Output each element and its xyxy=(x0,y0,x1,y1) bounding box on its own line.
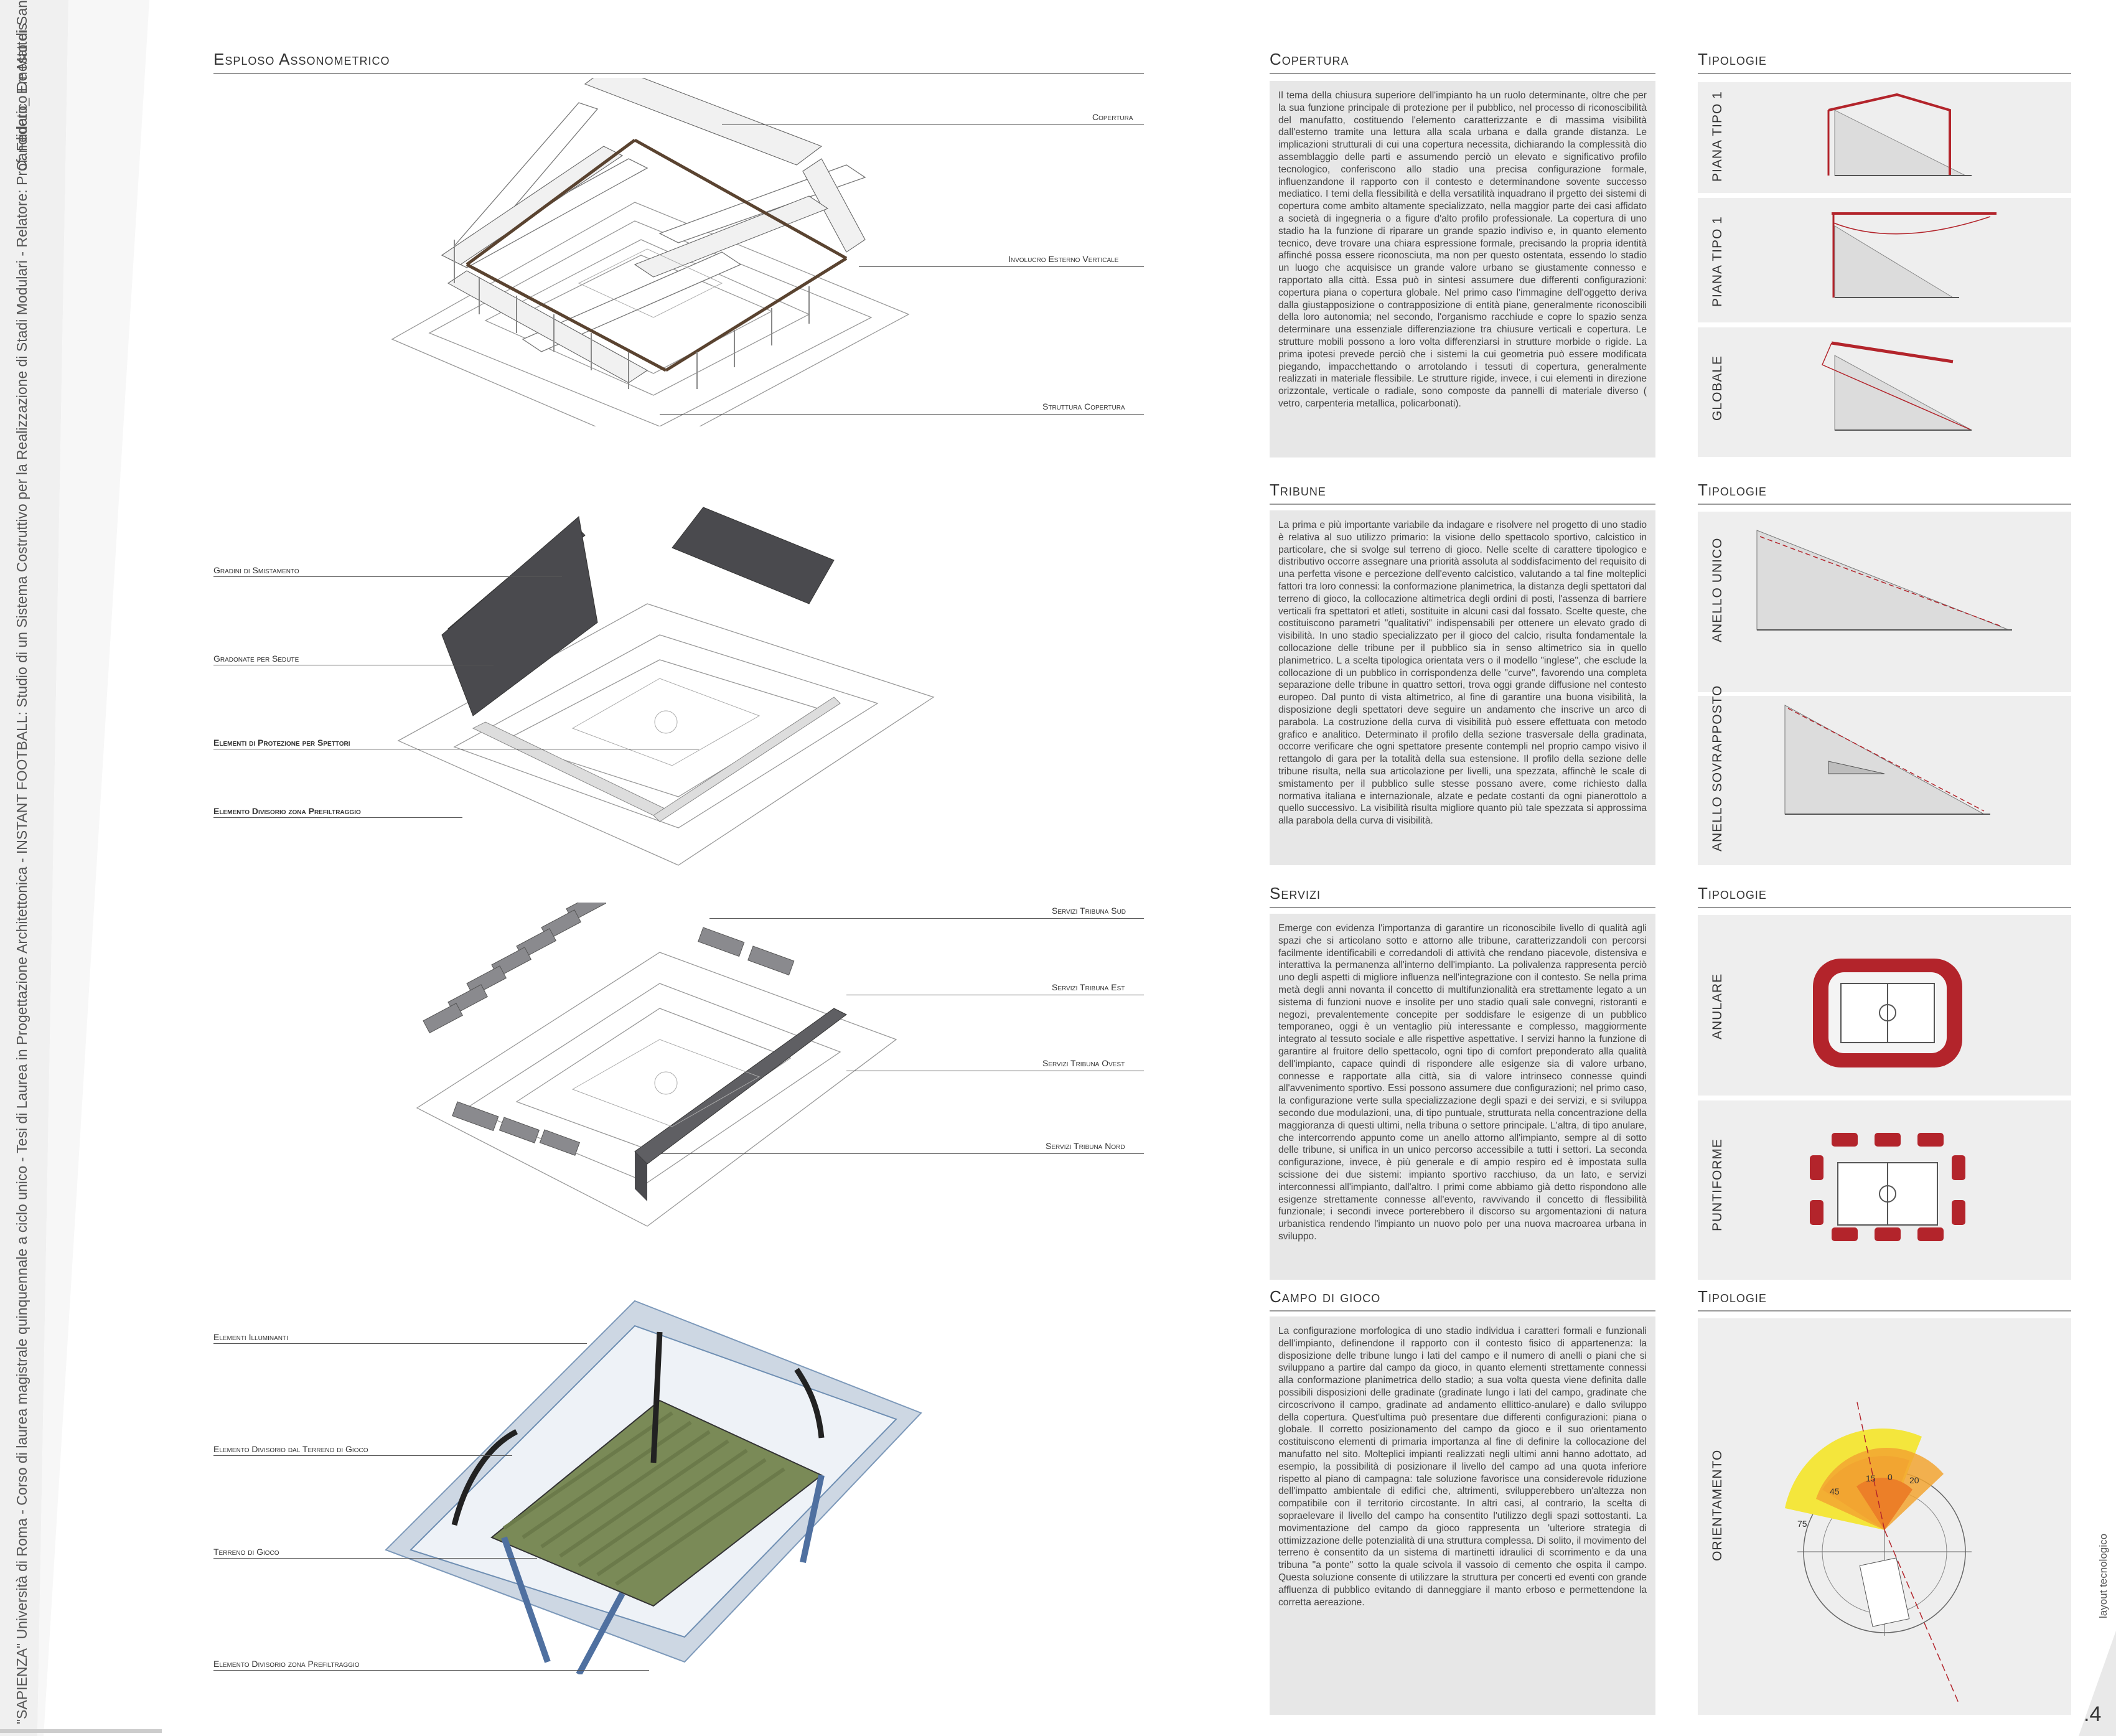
orient-label: 75 xyxy=(1797,1519,1807,1529)
callout-illuminanti: Elementi Illuminanti xyxy=(213,1332,288,1342)
upper-stands xyxy=(441,507,835,716)
rule xyxy=(1698,907,2071,908)
field-axonometric-drawing xyxy=(385,1300,922,1674)
leader-line xyxy=(709,918,1144,919)
typ-panel-globale: GLOBALE xyxy=(1698,327,2071,457)
typ-panel-anello-sovrapposto: ANELLO SOVRAPPOSTO xyxy=(1698,685,2071,865)
roof-structure-beams xyxy=(466,138,848,372)
section-anello-sovrapposto xyxy=(1784,705,1990,815)
roof-axonometric-drawing xyxy=(391,78,910,426)
plan-anulare xyxy=(1813,959,1962,1067)
section-roof-piana-cantilever xyxy=(1832,212,1997,298)
callout-servizi-est: Servizi Tribuna Est xyxy=(1052,982,1125,992)
typ-panel-anulare: ANULARE xyxy=(1698,915,2071,1096)
typ-label: GLOBALE xyxy=(1710,355,1725,421)
service-blocks xyxy=(423,903,795,1156)
section-roof-globale xyxy=(1822,341,1972,431)
rule xyxy=(1270,907,1655,908)
thesis-side-text: "SAPIENZA" Università di Roma - Corso di… xyxy=(14,23,30,1724)
rule xyxy=(1270,73,1655,74)
campo-text: La configurazione morfologica di uno sta… xyxy=(1270,1316,1655,1715)
callout-servizi-nord: Servizi Tribuna Nord xyxy=(1046,1141,1125,1151)
callout-copertura: Copertura xyxy=(1092,112,1133,122)
tribune-typologies-title: Tipologie xyxy=(1698,481,1767,499)
leader-line xyxy=(213,1558,537,1559)
rule xyxy=(1698,1310,2071,1311)
lighting-elements xyxy=(451,1331,825,1526)
callout-terreno: Terreno di Gioco xyxy=(213,1547,279,1557)
callout-gradini: Gradini di Smistamento xyxy=(213,565,299,575)
leader-line xyxy=(660,414,1144,415)
plan-puntiforme xyxy=(1810,1133,1965,1241)
section-tribune-title: Tribune xyxy=(1270,481,1326,499)
callout-divisorio-2: Elemento Divisorio zona Prefiltraggio xyxy=(213,1659,360,1669)
leader-line xyxy=(213,1455,512,1456)
candidate-side-text: Candidato_ Ernesto di Santo xyxy=(14,0,30,171)
orient-label: 45 xyxy=(1830,1486,1840,1496)
copertura-text: Il tema della chiusura superiore dell'im… xyxy=(1270,81,1655,457)
leader-line xyxy=(859,266,1144,267)
typ-panel-orientamento: ORIENTAMENTO 75 45 15 0 20 xyxy=(1698,1318,2071,1715)
rule xyxy=(1698,73,2071,74)
servizi-typologies-title: Tipologie xyxy=(1698,884,1767,903)
layout-side-label: layout tecnologico xyxy=(2097,1533,2109,1618)
callout-involucro: Involucro Esterno Verticale xyxy=(1008,254,1119,264)
typ-label: PIANA TIPO 1 xyxy=(1710,216,1725,307)
typ-panel-anello-unico: ANELLO UNICO xyxy=(1698,512,2071,692)
typ-label: ANELLO SOVRAPPOSTO xyxy=(1710,685,1725,852)
callout-divisorio-terreno: Elemento Divisorio dal Terreno di Gioco xyxy=(213,1444,368,1454)
page-number: .4 xyxy=(2084,1702,2102,1726)
protection-elements xyxy=(472,697,841,822)
orient-label: 20 xyxy=(1909,1475,1919,1485)
section-copertura-title: Copertura xyxy=(1270,50,1349,68)
corner-triangle xyxy=(2079,1631,2116,1736)
left-decor-stripes xyxy=(0,0,162,1736)
leader-line xyxy=(213,576,562,577)
typ-label: PUNTIFORME xyxy=(1710,1138,1725,1231)
leader-line xyxy=(213,817,462,818)
campo-typologies-title: Tipologie xyxy=(1698,1287,1767,1306)
servizi-text: Emerge con evidenza l'importanza di gara… xyxy=(1270,914,1655,1280)
rule xyxy=(1698,504,2071,505)
orient-label: 15 xyxy=(1866,1473,1876,1483)
typ-panel-piana-1: PIANA TIPO 1 xyxy=(1698,82,2071,193)
callout-servizi-sud: Servizi Tribuna Sud xyxy=(1052,906,1126,916)
rule xyxy=(1270,504,1655,505)
leader-line xyxy=(213,1670,649,1671)
callout-gradonate: Gradonate per Sedute xyxy=(213,654,299,664)
typ-panel-puntiforme: PUNTIFORME xyxy=(1698,1100,2071,1280)
rule xyxy=(1270,1310,1655,1311)
typ-label: PIANA TIPO 1 xyxy=(1710,91,1725,182)
orient-label: 0 xyxy=(1888,1472,1893,1482)
services-axonometric-drawing xyxy=(416,903,897,1227)
section-servizi-title: Servizi xyxy=(1270,884,1321,903)
orientation-diagram: 75 45 15 0 20 xyxy=(1785,1399,1972,1705)
callout-servizi-ovest: Servizi Tribuna Ovest xyxy=(1042,1058,1125,1068)
stands-axonometric-drawing xyxy=(397,507,935,866)
roof-panels xyxy=(441,78,866,383)
callout-struttura-copertura: Struttura Copertura xyxy=(1042,401,1125,411)
typ-label: ANELLO UNICO xyxy=(1710,537,1725,642)
exploded-view-title: Esploso Assonometrico xyxy=(213,50,390,68)
leader-line xyxy=(660,1153,1144,1154)
typ-label: ANULARE xyxy=(1710,973,1725,1039)
title-rule xyxy=(213,73,1144,74)
callout-divisorio-1: Elemento Divisorio zona Prefiltraggio xyxy=(213,806,361,816)
section-campo-title: Campo di gioco xyxy=(1270,1287,1381,1306)
section-anello-unico xyxy=(1756,530,2012,631)
copertura-typologies-title: Tipologie xyxy=(1698,50,1767,68)
typ-label: ORIENTAMENTO xyxy=(1710,1449,1725,1561)
typ-panel-piana-2: PIANA TIPO 1 xyxy=(1698,198,2071,322)
tribune-text: La prima e più importante variabile da i… xyxy=(1270,510,1655,865)
leader-line xyxy=(722,124,1144,125)
section-roof-piana xyxy=(1827,93,1972,176)
leader-line xyxy=(213,1343,587,1344)
callout-protezione: Elementi di Protezione per Spettori xyxy=(213,738,350,748)
